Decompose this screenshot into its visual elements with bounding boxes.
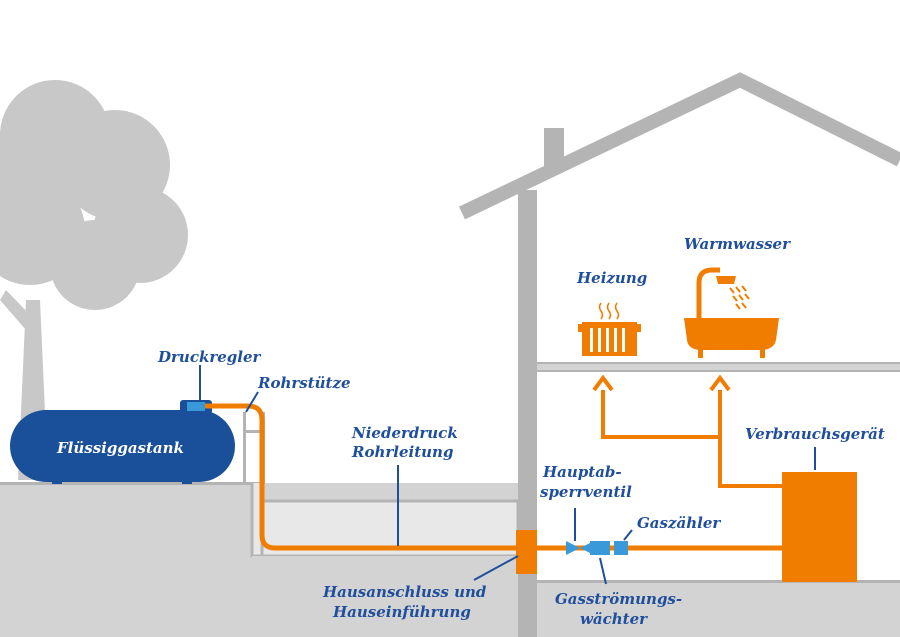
tree-icon	[0, 80, 188, 480]
ground-left-edge	[0, 482, 262, 485]
leader-gaszaehler	[623, 529, 633, 541]
label-gasstroemung-2: wächter	[580, 610, 648, 628]
supply-lines	[601, 390, 782, 488]
label-rohrstuetze: Rohrstütze	[257, 374, 351, 392]
niederdruck-pipe	[205, 403, 518, 551]
label-gaszaehler: Gaszähler	[637, 514, 721, 532]
ground-bottom	[252, 556, 522, 637]
hauptabsperrventil-icon	[566, 541, 594, 555]
leader-gasstroemung	[599, 557, 607, 585]
ground-left	[0, 483, 262, 637]
label-hausanschluss-2: Hauseinführung	[332, 603, 471, 621]
label-niederdruck-1: Niederdruck	[351, 424, 458, 442]
chimney	[544, 128, 564, 172]
leader-rohrstuetze	[245, 391, 259, 413]
label-niederdruck-2: Rohrleitung	[351, 443, 453, 461]
arrow-up-icon	[709, 374, 731, 392]
gaszaehler-component	[614, 541, 628, 555]
label-hauptab-2: sperrventil	[540, 483, 632, 501]
bathtub-shower-icon	[684, 267, 779, 358]
ground-mid	[262, 483, 518, 501]
ground-house	[537, 582, 900, 637]
label-heizung: Heizung	[576, 269, 647, 287]
druckregler-component	[187, 402, 205, 411]
floor-slab	[537, 362, 900, 372]
label-hausanschluss-1: Hausanschluss und	[322, 583, 487, 601]
house-wall	[518, 190, 537, 637]
label-gasstroemung-1: Gasströmungs-	[555, 590, 682, 608]
label-warmwasser: Warmwasser	[684, 235, 791, 253]
verbrauchsgeraet-component	[782, 472, 857, 582]
label-hauptab-1: Hauptab-	[542, 463, 622, 481]
label-fluessiggastank: Flüssiggastank	[56, 439, 184, 457]
label-verbrauchsgeraet: Verbrauchsgerät	[745, 425, 885, 443]
arrow-up-icon	[592, 374, 614, 392]
label-druckregler: Druckregler	[157, 348, 262, 366]
leader-hausanschluss	[473, 555, 519, 581]
gasstroemungswaechter-component	[590, 541, 610, 555]
hausanschluss-block	[516, 530, 537, 574]
radiator-icon	[578, 302, 641, 356]
